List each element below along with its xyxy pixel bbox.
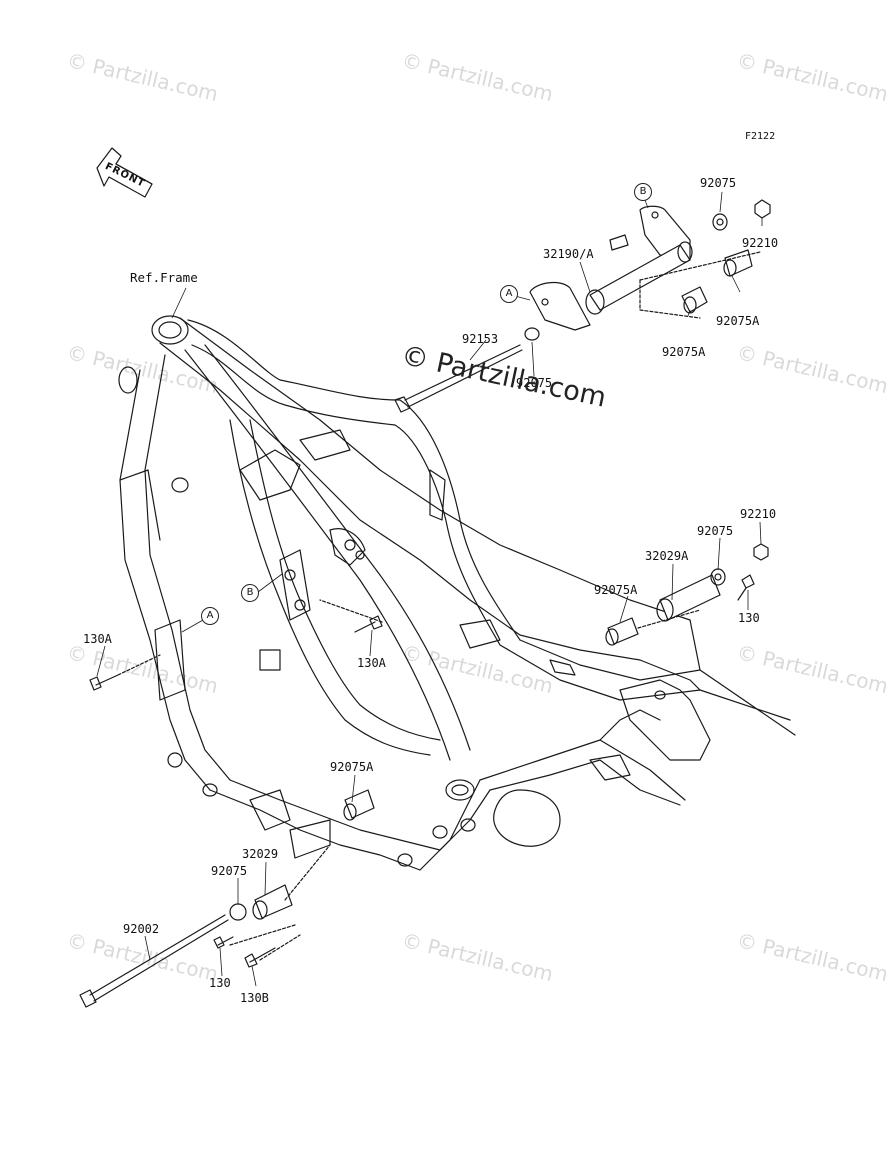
part-label[interactable]: 92075 xyxy=(516,376,553,390)
callout-a-frame: A xyxy=(201,607,219,625)
part-label[interactable]: 92075 xyxy=(211,864,248,878)
part-label[interactable]: 130B xyxy=(240,991,269,1005)
part-label[interactable]: 92075 xyxy=(700,176,737,190)
part-label[interactable]: 32190/A xyxy=(543,247,594,261)
part-label[interactable]: 92075A xyxy=(716,314,760,328)
part-label[interactable]: 130A xyxy=(357,656,386,670)
callout-a-upper: A xyxy=(500,285,518,303)
front-arrow-icon xyxy=(96,147,153,198)
diagram-code: F2122 xyxy=(745,131,776,142)
part-label[interactable]: 92075A xyxy=(662,345,706,359)
callout-b-upper: B xyxy=(634,183,652,201)
part-label[interactable]: 92210 xyxy=(740,507,777,521)
part-label[interactable]: 130A xyxy=(83,632,112,646)
part-label[interactable]: 92153 xyxy=(462,332,499,346)
callout-b-frame: B xyxy=(241,584,259,602)
part-label[interactable]: 92075A xyxy=(330,760,374,774)
part-label[interactable]: 130 xyxy=(738,611,760,625)
part-label[interactable]: 92075 xyxy=(697,524,734,538)
part-label[interactable]: 32029A xyxy=(645,549,689,563)
ref-frame-label: Ref.Frame xyxy=(130,270,198,285)
part-label[interactable]: 92002 xyxy=(123,922,160,936)
part-label[interactable]: 92075A xyxy=(594,583,638,597)
part-label[interactable]: 92210 xyxy=(742,236,779,250)
part-label[interactable]: 130 xyxy=(209,976,231,990)
part-label[interactable]: 32029 xyxy=(242,847,279,861)
